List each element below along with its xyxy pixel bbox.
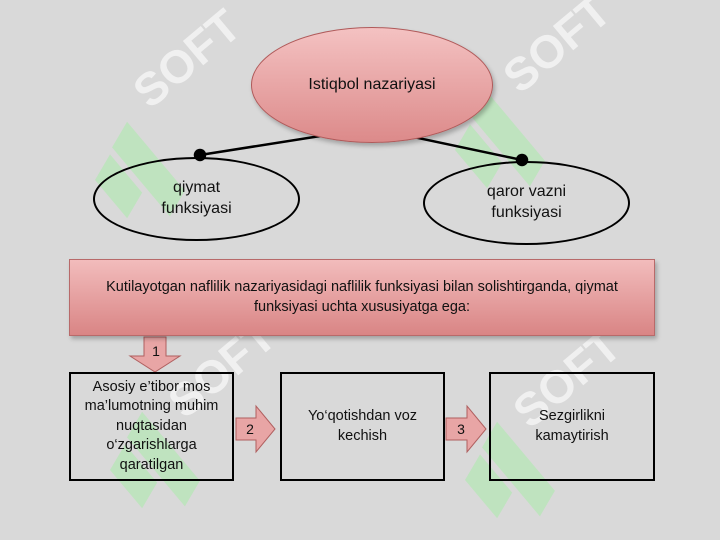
node-label: qiymat funksiyasi (161, 179, 232, 217)
property-text: Asosiy e’tibor mos ma’lumotning muhim nu… (84, 378, 219, 473)
property-box-3: Sezgirlikni kamaytirish (489, 372, 655, 481)
node-istiqbol-nazariyasi: Istiqbol nazariyasi (251, 27, 493, 143)
node-qiymat-funksiyasi: qiymat funksiyasi (93, 157, 300, 241)
banner-text: Kutilayotgan naflilik nazariyasidagi naf… (106, 278, 618, 315)
node-label: Istiqbol nazariyasi (308, 76, 436, 93)
arrow-number-1: 1 (152, 343, 160, 359)
property-box-1: Asosiy e’tibor mos ma’lumotning muhim nu… (69, 372, 234, 481)
property-text: Yo‘qotishdan voz kechish (307, 407, 418, 444)
property-box-2: Yo‘qotishdan voz kechish (280, 372, 445, 481)
watermark-text: SOFT (493, 0, 620, 103)
node-qaror-vazni-funksiyasi: qaror vazni funksiyasi (423, 161, 630, 245)
property-text: Sezgirlikni kamaytirish (535, 407, 609, 444)
properties-banner: Kutilayotgan naflilik nazariyasidagi naf… (69, 259, 655, 336)
arrow-number-2: 2 (246, 421, 254, 437)
node-label: qaror vazni funksiyasi (486, 183, 567, 221)
arrow-number-3: 3 (457, 421, 465, 437)
watermark-text: SOFT (123, 0, 250, 118)
